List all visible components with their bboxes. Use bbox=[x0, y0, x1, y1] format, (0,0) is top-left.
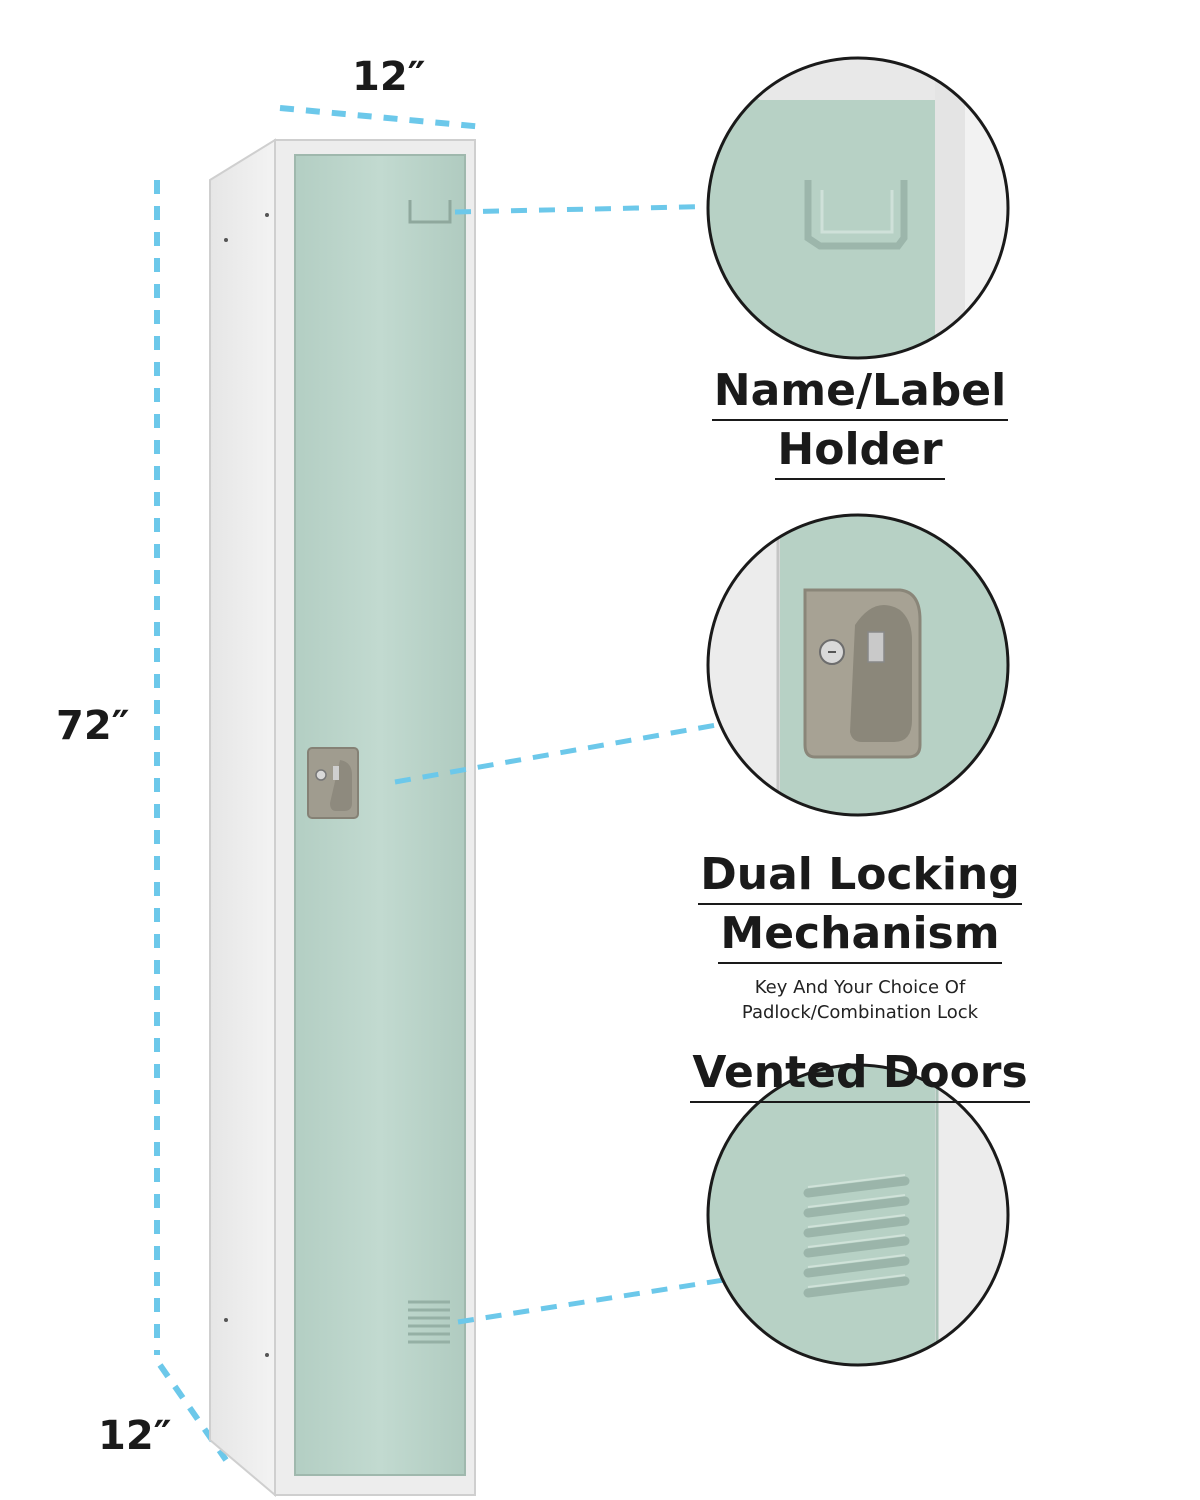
feature-title-line1: Name/Label bbox=[711, 362, 1009, 421]
feature-title-label-holder: Name/Label Holder bbox=[660, 362, 1060, 480]
label-holder bbox=[408, 200, 452, 224]
feature-subtitle-line1: Key And Your Choice Of bbox=[754, 977, 966, 998]
feature-title-vents: Vented Doors bbox=[660, 1044, 1060, 1103]
feature-title-line1: Dual Locking bbox=[698, 846, 1022, 905]
feature-title-line1: Vented Doors bbox=[690, 1044, 1030, 1103]
feature-title-lock: Dual Locking Mechanism bbox=[660, 846, 1060, 964]
vent-louvers-closeup-icon bbox=[706, 1063, 1010, 1367]
lock-handle-closeup-icon bbox=[706, 513, 1010, 817]
width-label: 12″ bbox=[352, 54, 426, 100]
feature-title-line2: Holder bbox=[775, 421, 945, 480]
feature-title-line2: Mechanism bbox=[718, 905, 1002, 964]
label-holder-closeup-icon bbox=[706, 56, 1010, 360]
feature-subtitle-line2: Padlock/Combination Lock bbox=[741, 1002, 979, 1023]
lock-handle bbox=[307, 747, 359, 819]
callout-line-lock bbox=[394, 709, 791, 785]
width-dimension-line bbox=[279, 105, 485, 130]
locker bbox=[209, 138, 476, 1498]
door-vents bbox=[408, 1300, 450, 1344]
height-label: 72″ bbox=[56, 703, 130, 749]
feature-subtitle-lock: Key And Your Choice Of Padlock/Combinati… bbox=[660, 975, 1060, 1025]
depth-label: 12″ bbox=[98, 1413, 172, 1459]
dimension-lines bbox=[154, 105, 485, 1462]
depth-dimension-line bbox=[157, 1363, 229, 1462]
locker-side-panel bbox=[209, 138, 276, 1498]
